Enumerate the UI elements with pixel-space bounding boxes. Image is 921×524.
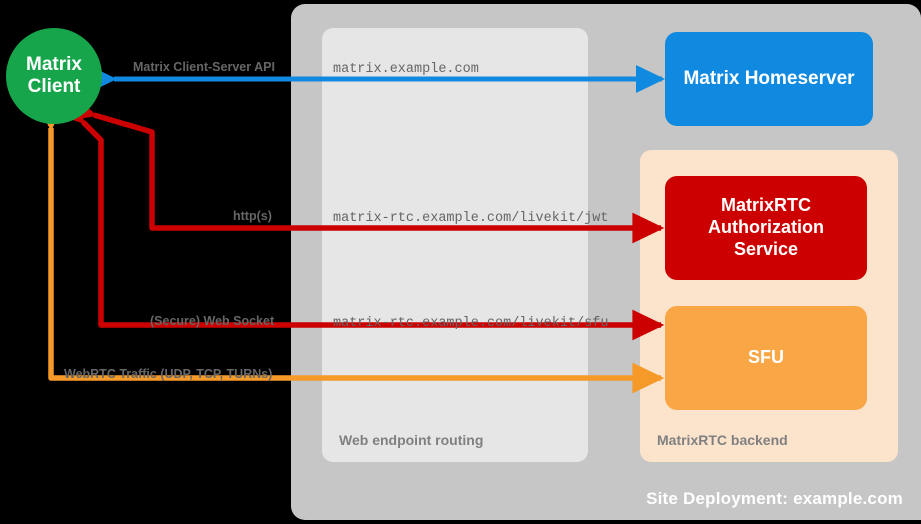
auth-label-line1: MatrixRTC — [720, 195, 811, 216]
node-matrix-homeserver[interactable]: Matrix Homeserver — [665, 32, 873, 126]
edge-label-livekit-sfu-endpoint: matrix-rtc.example.com/livekit/sfu — [333, 316, 609, 331]
edge-label-livekit-sfu-protocol: (Secure) Web Socket — [150, 314, 275, 328]
node-matrixrtc-authorization-service[interactable]: MatrixRTC Authorization Service — [665, 176, 867, 280]
matrixrtc-backend-label: MatrixRTC backend — [657, 432, 788, 448]
node-matrix-client[interactable]: Matrix Client — [6, 28, 102, 124]
edge-label-matrix-cs-api-protocol: Matrix Client-Server API — [133, 60, 275, 74]
web-endpoint-routing-label: Web endpoint routing — [339, 432, 484, 448]
auth-label-line2: Authorization — [708, 217, 824, 238]
site-deployment-label: Site Deployment: example.com — [646, 489, 903, 508]
node-sfu[interactable]: SFU — [665, 306, 867, 410]
sfu-label: SFU — [748, 347, 784, 368]
edge-label-livekit-jwt-protocol: http(s) — [233, 209, 272, 223]
matrix-homeserver-label: Matrix Homeserver — [683, 68, 855, 90]
edge-label-livekit-jwt-endpoint: matrix-rtc.example.com/livekit/jwt — [333, 211, 609, 226]
matrix-client-label-line1: Matrix — [26, 53, 82, 75]
edge-webrtc-traffic — [35, 99, 665, 394]
matrix-client-label-line2: Client — [27, 76, 81, 97]
auth-label-line3: Service — [733, 238, 799, 259]
edge-label-matrix-cs-api-endpoint: matrix.example.com — [333, 62, 479, 77]
edge-label-webrtc-traffic-protocol: WebRTC Traffic (UDP, TCP, TURNs) — [64, 367, 273, 381]
